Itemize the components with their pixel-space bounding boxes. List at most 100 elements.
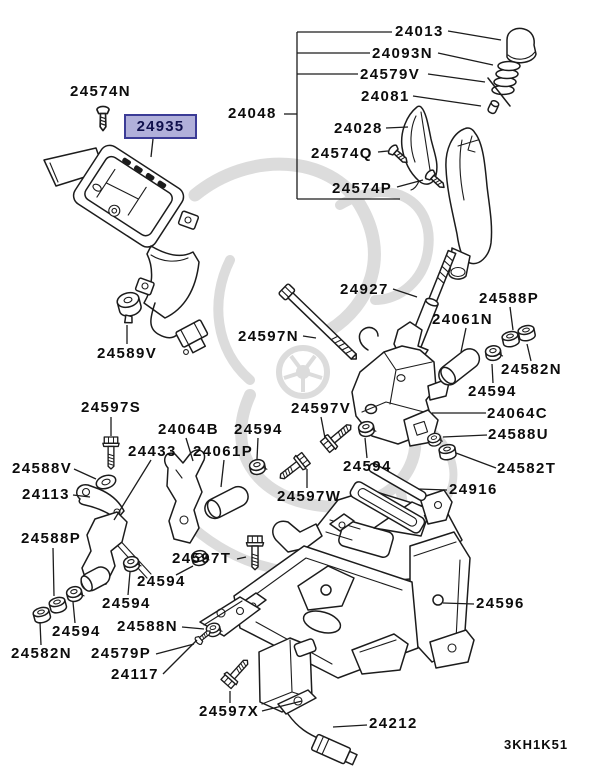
leader-line xyxy=(526,343,532,362)
leader-line xyxy=(417,488,448,491)
part-label: 24588P xyxy=(479,290,540,307)
part-label: 24597S xyxy=(81,399,142,416)
part-label: 24061N xyxy=(432,311,493,328)
part-label: 24596 xyxy=(476,595,525,612)
part-label: 24574N xyxy=(70,83,131,100)
nut-icon xyxy=(516,323,537,343)
part-label-highlighted[interactable]: 24935 xyxy=(124,114,197,139)
leader-line xyxy=(256,437,259,460)
bolt-icon xyxy=(274,450,312,486)
part-label: 24594 xyxy=(343,458,392,475)
part-label: 24048 xyxy=(228,105,277,122)
leader-line xyxy=(332,724,368,728)
leader-line xyxy=(52,547,55,597)
leader-line xyxy=(181,626,205,630)
part-label: 24588U xyxy=(488,426,549,443)
bolt-icon xyxy=(219,654,255,691)
part-label: 24588V xyxy=(12,460,73,477)
diagram-code: 3KH1K51 xyxy=(504,737,569,752)
part-label: 24212 xyxy=(369,715,418,732)
clip-icon xyxy=(484,343,504,363)
part-label: 24433 xyxy=(128,443,177,460)
leader-line xyxy=(412,95,482,107)
leader-line xyxy=(261,700,303,712)
leader-line xyxy=(320,416,326,439)
part-label: 24597X xyxy=(199,703,260,720)
leader-line xyxy=(155,643,195,655)
leader-line xyxy=(509,306,514,331)
part-label: 24117 xyxy=(111,666,159,683)
leader-line xyxy=(72,601,76,624)
part-label: 24594 xyxy=(468,383,517,400)
slide-plate xyxy=(349,462,429,534)
bushing-cylinder xyxy=(200,482,253,523)
knob-spring xyxy=(491,60,521,96)
part-label: 24579P xyxy=(91,645,152,662)
leader-line xyxy=(220,459,225,488)
part-label: 24594 xyxy=(234,421,283,438)
leader-line xyxy=(460,327,467,353)
part-label: 24579V xyxy=(360,66,421,83)
leader-line xyxy=(39,621,42,646)
part-label: 24093N xyxy=(372,45,433,62)
claw-bracket xyxy=(164,449,206,544)
lever-bracket xyxy=(80,511,152,592)
leader-line xyxy=(72,494,91,498)
leader-line xyxy=(427,73,486,83)
leader-line xyxy=(447,30,502,41)
leader-line xyxy=(162,639,198,675)
leader-line xyxy=(455,452,497,469)
shift-indicator-panel xyxy=(43,144,209,355)
knob-pin xyxy=(487,100,500,115)
part-label: 24588N xyxy=(117,618,178,635)
clip-icon xyxy=(121,554,143,574)
link-arm xyxy=(76,484,125,520)
leader-line xyxy=(236,556,247,560)
leader-line xyxy=(150,138,154,158)
leader-line xyxy=(491,363,494,384)
leader-line xyxy=(392,288,418,298)
part-label: 24589V xyxy=(97,345,158,362)
leader-line xyxy=(302,335,317,339)
part-label: 24916 xyxy=(449,481,498,498)
leader-line xyxy=(437,52,494,66)
part-label: 24597V xyxy=(291,400,352,417)
knob-half xyxy=(400,105,438,191)
part-label: 24597T xyxy=(172,550,232,567)
harness-clip xyxy=(116,291,142,324)
long-bolt xyxy=(278,283,358,360)
nut-icon xyxy=(500,329,521,349)
shift-knob xyxy=(445,127,493,280)
leader-line xyxy=(127,571,131,596)
screw-icon xyxy=(96,105,110,132)
part-label: 24028 xyxy=(334,120,383,137)
leader-line xyxy=(377,150,389,153)
part-label: 24927 xyxy=(340,281,389,298)
part-label: 24582N xyxy=(11,645,72,662)
bolt-icon xyxy=(102,436,120,470)
leader-line xyxy=(73,468,97,480)
part-label: 24061P xyxy=(193,443,254,460)
part-label: 24013 xyxy=(395,23,444,40)
part-label: 24582T xyxy=(497,460,557,477)
leader-line xyxy=(442,602,475,605)
base-frame xyxy=(233,489,475,679)
leader-line xyxy=(113,459,152,521)
part-label: 24064B xyxy=(158,421,219,438)
part-label: 24594 xyxy=(102,595,151,612)
wire-connector xyxy=(175,319,209,354)
leader-line xyxy=(396,179,424,188)
leader-line xyxy=(442,434,488,438)
part-label: 24574Q xyxy=(311,145,373,162)
nut-icon xyxy=(47,595,69,616)
nut-icon xyxy=(437,442,458,462)
part-label: 24588P xyxy=(21,530,82,547)
part-label: 24594 xyxy=(137,573,186,590)
part-label: 24081 xyxy=(361,88,410,105)
part-label: 24597N xyxy=(238,328,299,345)
part-label: 24597W xyxy=(277,488,342,505)
part-label: 24064C xyxy=(487,405,548,422)
part-label: 24582N xyxy=(501,361,562,378)
